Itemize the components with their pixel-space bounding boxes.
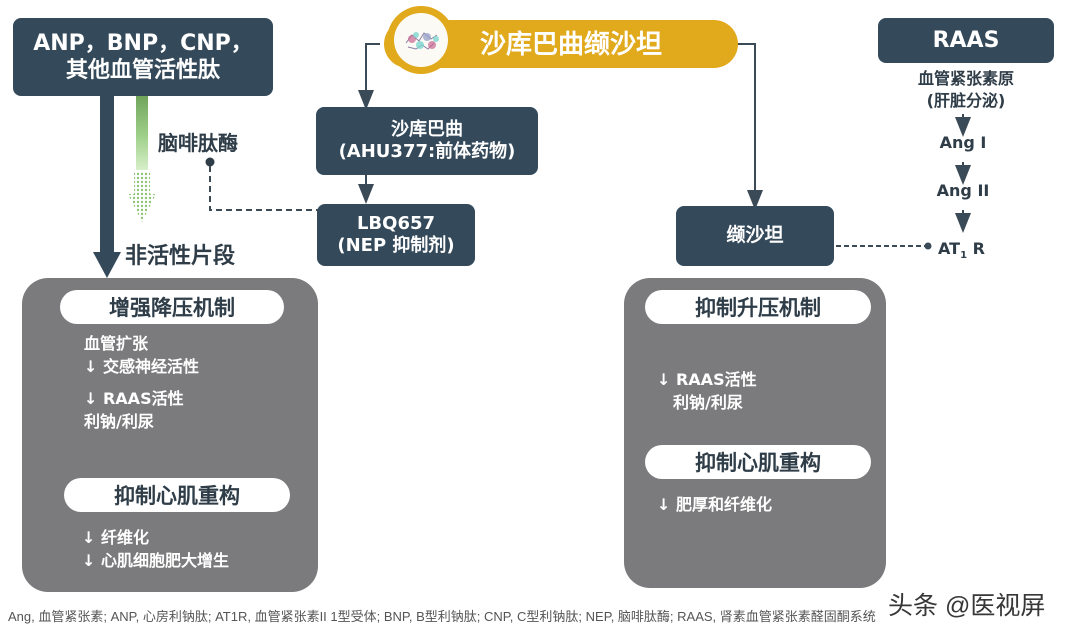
degradation-arrow <box>128 95 156 222</box>
right-effects-list-2: ↓ 肥厚和纤维化 <box>657 495 772 514</box>
ang-i-label: Ang I <box>939 133 987 152</box>
drug-title: 沙库巴曲缬沙坦 <box>480 30 663 60</box>
lbq657-name: LBQ657 <box>356 212 436 234</box>
raas-box: RAAS <box>878 18 1054 63</box>
lbq657-note: (NEP 抑制剂) <box>337 235 455 256</box>
left-heading-remodeling: 抑制心肌重构 <box>64 478 290 512</box>
sacubitril-name: 沙库巴曲 <box>391 118 463 140</box>
main-down-arrow <box>93 95 121 278</box>
molecule-structure-icon <box>394 13 448 67</box>
sacubitril-box: 沙库巴曲 (AHU377:前体药物) <box>316 107 538 175</box>
angiotensinogen-label: 血管紧张素原 (肝脏分泌) <box>917 69 1014 110</box>
left-effects-list-1: 血管扩张 ↓ 交感神经活性 ↓ RAAS活性 利钠/利尿 <box>84 334 199 432</box>
valsartan-name: 缬沙坦 <box>726 224 784 247</box>
peptides-line2: 其他血管活性肽 <box>65 58 220 83</box>
left-effects-list-2: ↓ 纤维化 ↓ 心肌细胞肥大增生 <box>82 528 229 570</box>
right-heading-remodeling: 抑制心肌重构 <box>645 445 871 479</box>
watermark: 头条 @医视屏 <box>888 592 1046 620</box>
lbq657-box: LBQ657 (NEP 抑制剂) <box>317 204 475 266</box>
valsartan-block-line <box>836 242 932 250</box>
title-to-valsartan-line <box>738 43 763 210</box>
valsartan-box: 缬沙坦 <box>676 206 834 266</box>
nep-inhibition-line <box>205 157 318 211</box>
inactive-fragment-label: 非活性片段 <box>125 244 236 269</box>
abbreviation-footnote: Ang, 血管紧张素; ANP, 心房利钠肽; AT1R, 血管紧张素II 1型… <box>8 609 876 624</box>
title-to-sacubitril-line <box>358 43 380 110</box>
ang-ii-label: Ang II <box>936 181 990 200</box>
right-effects-list-1: ↓ RAAS活性 利钠/利尿 <box>657 370 757 412</box>
right-effects-panel <box>624 278 886 588</box>
raas-title: RAAS <box>932 27 1000 53</box>
nep-label: 脑啡肽酶 <box>158 131 238 155</box>
at1r-label: AT1 R <box>938 239 985 262</box>
sacubitril-note: (AHU377:前体药物) <box>338 141 516 162</box>
left-heading-antihypertensive: 增强降压机制 <box>60 290 284 324</box>
peptides-line1: ANP，BNP，CNP， <box>33 30 253 56</box>
left-effects-panel <box>22 278 318 592</box>
peptides-box: ANP，BNP，CNP， 其他血管活性肽 <box>13 18 273 96</box>
right-heading-antipressor: 抑制升压机制 <box>645 290 871 324</box>
